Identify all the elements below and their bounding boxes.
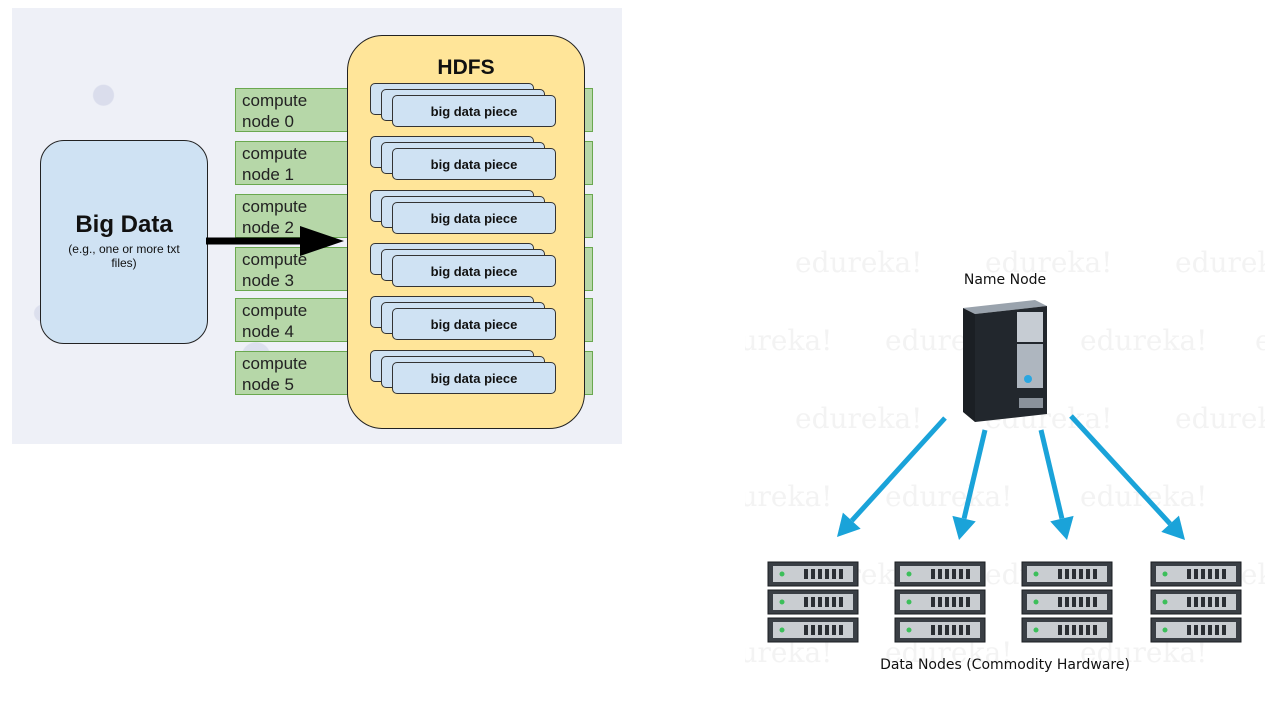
server-rack-icon	[894, 561, 986, 643]
server-tower-icon	[963, 300, 1047, 422]
hdfs-title: HDFS	[437, 56, 495, 79]
arrow-down-icon	[837, 416, 947, 537]
data-flow-arrow	[206, 226, 344, 256]
compute-node-label: compute node 3	[242, 250, 308, 290]
arrow-down-icon	[1038, 429, 1074, 540]
compute-node-label: compute node 5	[242, 354, 308, 394]
data-node-racks	[767, 561, 1242, 643]
watermark-text: edureka!	[1080, 324, 1208, 357]
piece-label: big data piece	[430, 104, 518, 119]
piece-label: big data piece	[430, 211, 518, 226]
big-data-title: Big Data	[75, 211, 173, 238]
server-rack-icon	[1021, 561, 1113, 643]
watermark-text: edureka!	[745, 480, 833, 513]
big-data-piece: big data piece	[392, 255, 556, 287]
compute-node-label: compute node 4	[242, 301, 308, 341]
big-data-piece: big data piece	[392, 362, 556, 394]
watermark-text: edureka!	[885, 480, 1013, 513]
cluster-graphic	[767, 300, 1242, 643]
server-rack-icon	[1150, 561, 1242, 643]
arrow-group	[837, 414, 1185, 540]
big-data-box: Big Data (e.g., one or more txt files)	[40, 140, 208, 344]
piece-label: big data piece	[430, 317, 518, 332]
big-data-piece: big data piece	[392, 202, 556, 234]
piece-label: big data piece	[430, 264, 518, 279]
watermark-text: edureka!	[795, 402, 923, 435]
big-data-piece: big data piece	[392, 95, 556, 127]
watermark-text: edureka!	[745, 324, 833, 357]
watermark-text: edureka!	[1175, 246, 1265, 279]
server-rack-icon	[767, 561, 859, 643]
piece-label: big data piece	[430, 157, 518, 172]
name-node-label: Name Node	[963, 272, 1047, 288]
hdfs-diagram: Big Data (e.g., one or more txt files) c…	[12, 8, 622, 444]
watermark-text: edureka!	[1255, 324, 1265, 357]
watermark-text: edureka!	[795, 246, 923, 279]
arrow-down-icon	[952, 429, 988, 540]
big-data-piece: big data piece	[392, 308, 556, 340]
piece-label: big data piece	[430, 371, 518, 386]
big-data-piece: big data piece	[392, 148, 556, 180]
big-data-subtitle: (e.g., one or more txt files)	[68, 242, 180, 270]
data-nodes-label: Data Nodes (Commodity Hardware)	[880, 657, 1130, 673]
watermark-text: edureka!	[985, 246, 1113, 279]
compute-node-label: compute node 1	[242, 144, 308, 184]
compute-node-label: compute node 2	[242, 197, 308, 237]
cluster-diagram: edureka! edureka! edureka! edureka! edureka!…	[745, 240, 1265, 690]
arrow-down-icon	[1069, 414, 1185, 540]
watermark-text: edureka!	[1175, 402, 1265, 435]
compute-node-label: compute node 0	[242, 91, 308, 131]
